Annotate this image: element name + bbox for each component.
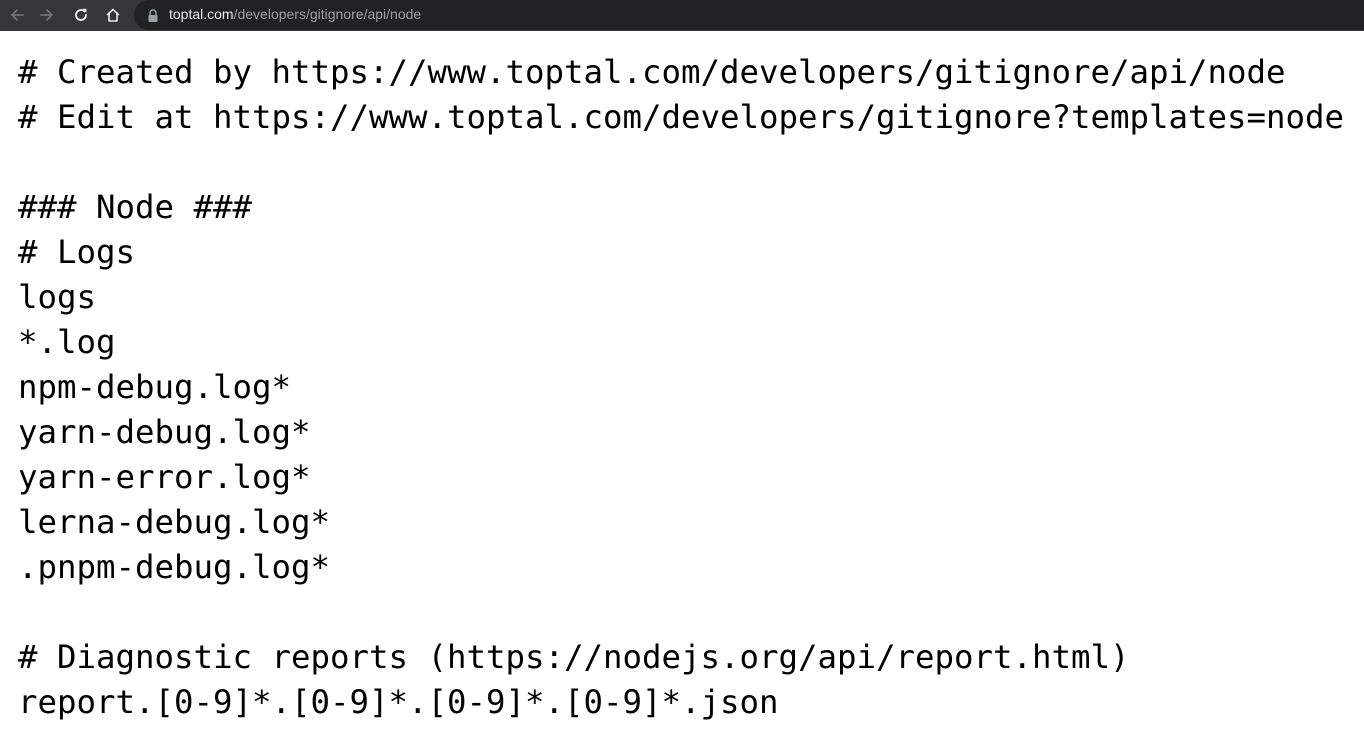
text-line: report.[0-9]*.[0-9]*.[0-9]*.[0-9]*.json bbox=[18, 683, 779, 721]
reload-button[interactable] bbox=[70, 4, 92, 26]
text-line: # Diagnostic reports (https://nodejs.org… bbox=[18, 638, 1130, 676]
text-line: yarn-debug.log* bbox=[18, 413, 311, 451]
reload-icon bbox=[75, 8, 87, 21]
url-path: /developers/gitignore/api/node bbox=[233, 6, 422, 22]
text-line: yarn-error.log* bbox=[18, 458, 311, 496]
gitignore-text: # Created by https://www.toptal.com/deve… bbox=[18, 50, 1344, 725]
text-line: # Edit at https://www.toptal.com/develop… bbox=[18, 98, 1345, 136]
arrow-left-icon bbox=[11, 9, 24, 21]
home-button[interactable] bbox=[102, 4, 124, 26]
home-icon bbox=[106, 8, 120, 22]
page-content: # Created by https://www.toptal.com/deve… bbox=[0, 31, 1364, 736]
text-line: .pnpm-debug.log* bbox=[18, 548, 331, 586]
url-text[interactable]: toptal.com/developers/gitignore/api/node bbox=[169, 6, 421, 23]
text-line: # Logs bbox=[18, 233, 136, 271]
back-button[interactable] bbox=[6, 4, 28, 26]
text-line: # Created by https://www.toptal.com/deve… bbox=[18, 53, 1286, 91]
address-bar[interactable]: toptal.com/developers/gitignore/api/node bbox=[134, 0, 1364, 30]
url-host: toptal.com bbox=[169, 6, 234, 22]
text-line bbox=[18, 140, 1344, 185]
browser-toolbar: toptal.com/developers/gitignore/api/node bbox=[0, 0, 1364, 31]
arrow-right-icon bbox=[40, 9, 53, 21]
lock-icon[interactable] bbox=[147, 9, 159, 22]
text-line: ### Node ### bbox=[18, 188, 253, 226]
text-line bbox=[18, 590, 1344, 635]
text-line: logs bbox=[18, 278, 97, 316]
text-line: *.log bbox=[18, 323, 116, 361]
text-line: lerna-debug.log* bbox=[18, 503, 331, 541]
text-line: npm-debug.log* bbox=[18, 368, 292, 406]
forward-button[interactable] bbox=[36, 4, 58, 26]
